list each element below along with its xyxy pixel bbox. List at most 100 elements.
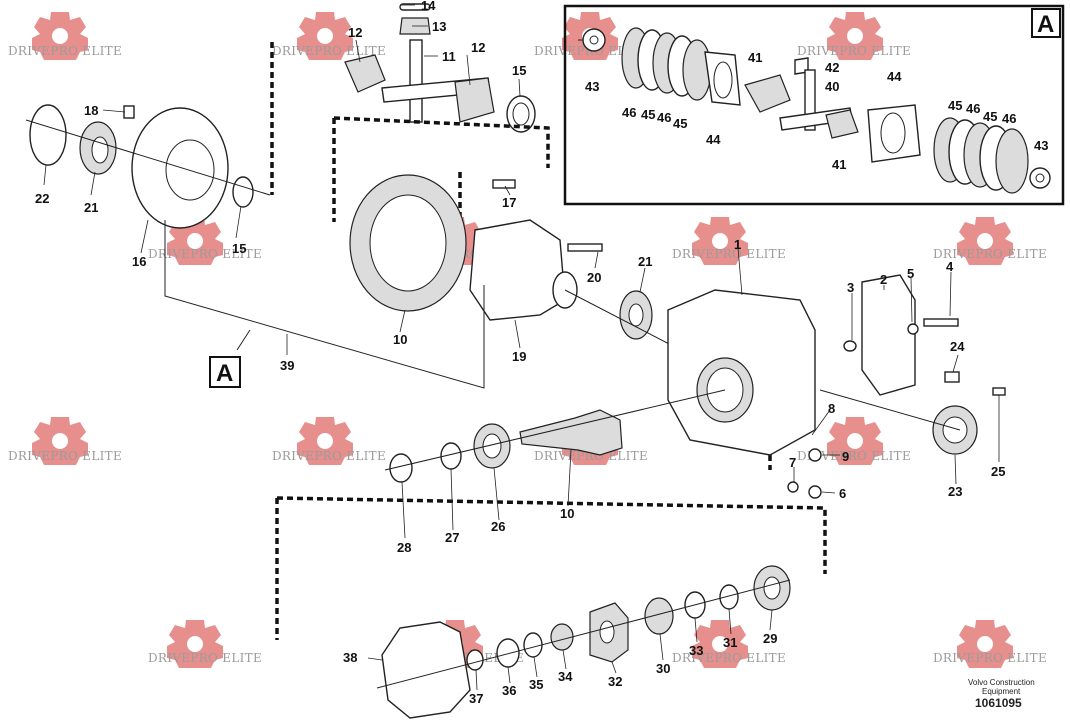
inset-part-label: 46 bbox=[1002, 111, 1016, 126]
part-label: 31 bbox=[723, 635, 737, 650]
inset-frame bbox=[563, 4, 1065, 206]
part-label: 21 bbox=[638, 254, 652, 269]
washer-14 bbox=[399, 3, 431, 11]
bolt-20 bbox=[567, 243, 603, 252]
inset-part-label: 45 bbox=[641, 107, 655, 122]
inset-part-label: 40 bbox=[825, 79, 839, 94]
part-label: 29 bbox=[763, 631, 777, 646]
part-label: 16 bbox=[132, 254, 146, 269]
bearing-cap-2 bbox=[861, 274, 916, 396]
inset-part-label: 42 bbox=[825, 60, 839, 75]
leader-lines bbox=[43, 4, 1000, 691]
part-label: 8 bbox=[828, 401, 835, 416]
part-label: 23 bbox=[948, 484, 962, 499]
part-number-labels: 14 13 11 12 12 15 18 22 21 16 15 17 10 2… bbox=[35, 0, 1048, 706]
part-label: 15 bbox=[512, 63, 526, 78]
inset-part-label: 44 bbox=[706, 132, 721, 147]
watermark-text: DRIVEPRO ELITE bbox=[933, 247, 1047, 261]
differential-case-19 bbox=[469, 219, 566, 321]
footer-line2: Equipment bbox=[982, 687, 1021, 696]
hub-assembly bbox=[25, 104, 271, 229]
plug-18 bbox=[123, 105, 135, 119]
spider-cross-assembly bbox=[344, 3, 536, 133]
dowel-3 bbox=[843, 340, 857, 352]
inset-part-label: 44 bbox=[887, 69, 902, 84]
inset-spider-gears bbox=[744, 57, 859, 139]
ring-nut-22 bbox=[29, 104, 67, 166]
part-label: 28 bbox=[397, 540, 411, 555]
part-label: 14 bbox=[421, 0, 436, 13]
part-label: 30 bbox=[656, 661, 670, 676]
shim-28 bbox=[389, 453, 413, 483]
part-label: 6 bbox=[839, 486, 846, 501]
watermark-text: DRIVEPRO ELITE bbox=[148, 651, 262, 665]
inset-disc-stack-left bbox=[578, 27, 741, 106]
part-label: 20 bbox=[587, 270, 601, 285]
washer-5 bbox=[907, 323, 919, 335]
footer-credit: Volvo Construction Equipment 1061095 bbox=[968, 678, 1035, 710]
thrust-washer-15-left bbox=[232, 176, 254, 208]
part-label: 32 bbox=[608, 674, 622, 689]
part-label: 17 bbox=[502, 195, 516, 210]
inset-marker-label: A bbox=[1037, 11, 1054, 38]
side-gear-12-right bbox=[454, 77, 495, 123]
footer-line1: Volvo Construction bbox=[968, 678, 1035, 687]
lock-washer-36 bbox=[496, 638, 520, 668]
inset-view-a: A bbox=[563, 4, 1065, 206]
lock-plate-24 bbox=[944, 371, 960, 383]
part-label: 26 bbox=[491, 519, 505, 534]
inset-disc-stack-right bbox=[867, 104, 1051, 194]
bolt-17 bbox=[492, 179, 516, 189]
nut-34 bbox=[550, 623, 574, 651]
part-label: 9 bbox=[842, 449, 849, 464]
drawing-number: 1061095 bbox=[975, 696, 1022, 710]
drive-pinion-10 bbox=[519, 409, 623, 456]
part-label: 33 bbox=[689, 643, 703, 658]
part-label: 10 bbox=[393, 332, 407, 347]
part-label: 11 bbox=[442, 49, 456, 64]
output-flange-assembly bbox=[376, 565, 791, 719]
part-label: 18 bbox=[84, 103, 98, 118]
o-ring-35 bbox=[523, 632, 543, 658]
seal-30 bbox=[644, 597, 674, 635]
part-label: 21 bbox=[84, 200, 98, 215]
part-label: 36 bbox=[502, 683, 516, 698]
part-label: 22 bbox=[35, 191, 49, 206]
watermark-text: DRIVEPRO ELITE bbox=[672, 247, 786, 261]
bolt-4 bbox=[923, 318, 959, 327]
part-label: 35 bbox=[529, 677, 543, 692]
crown-wheel-assembly bbox=[349, 174, 701, 361]
watermark-text: DRIVEPRO ELITE bbox=[933, 651, 1047, 665]
part-label: 5 bbox=[907, 266, 914, 281]
inset-part-label: 41 bbox=[748, 50, 762, 65]
part-label: 39 bbox=[280, 358, 294, 373]
axle-housing-assembly bbox=[667, 274, 1006, 499]
view-a-marker-label: A bbox=[216, 360, 233, 387]
brake-drum-38 bbox=[381, 621, 471, 719]
part-label: 34 bbox=[558, 669, 573, 684]
watermark-text: DRIVEPRO ELITE bbox=[272, 449, 386, 463]
watermark-text: DRIVEPRO ELITE bbox=[797, 449, 911, 463]
inset-part-label: 45 bbox=[948, 98, 962, 113]
part-label: 24 bbox=[950, 339, 965, 354]
part-label: 25 bbox=[991, 464, 1005, 479]
part-label: 13 bbox=[432, 19, 446, 34]
plug-6 bbox=[808, 485, 822, 499]
plug-9 bbox=[808, 448, 822, 462]
part-label: 2 bbox=[880, 272, 887, 287]
watermark-text: DRIVEPRO ELITE bbox=[797, 44, 911, 58]
side-gear-12-left bbox=[344, 54, 386, 93]
part-label: 7 bbox=[789, 455, 796, 470]
o-ring-7 bbox=[787, 481, 799, 493]
part-label: 4 bbox=[946, 259, 954, 274]
part-label: 37 bbox=[469, 691, 483, 706]
watermark-text: DRIVEPRO ELITE bbox=[148, 247, 262, 261]
inset-part-label: 46 bbox=[966, 101, 980, 116]
inset-part-label: 46 bbox=[657, 110, 671, 125]
view-a-marker bbox=[209, 356, 241, 388]
washer-37 bbox=[466, 649, 484, 671]
watermark-text: DRIVEPRO ELITE bbox=[8, 449, 122, 463]
watermark-text: DRIVEPRO ELITE bbox=[672, 651, 786, 665]
part-label: 10 bbox=[560, 506, 574, 521]
